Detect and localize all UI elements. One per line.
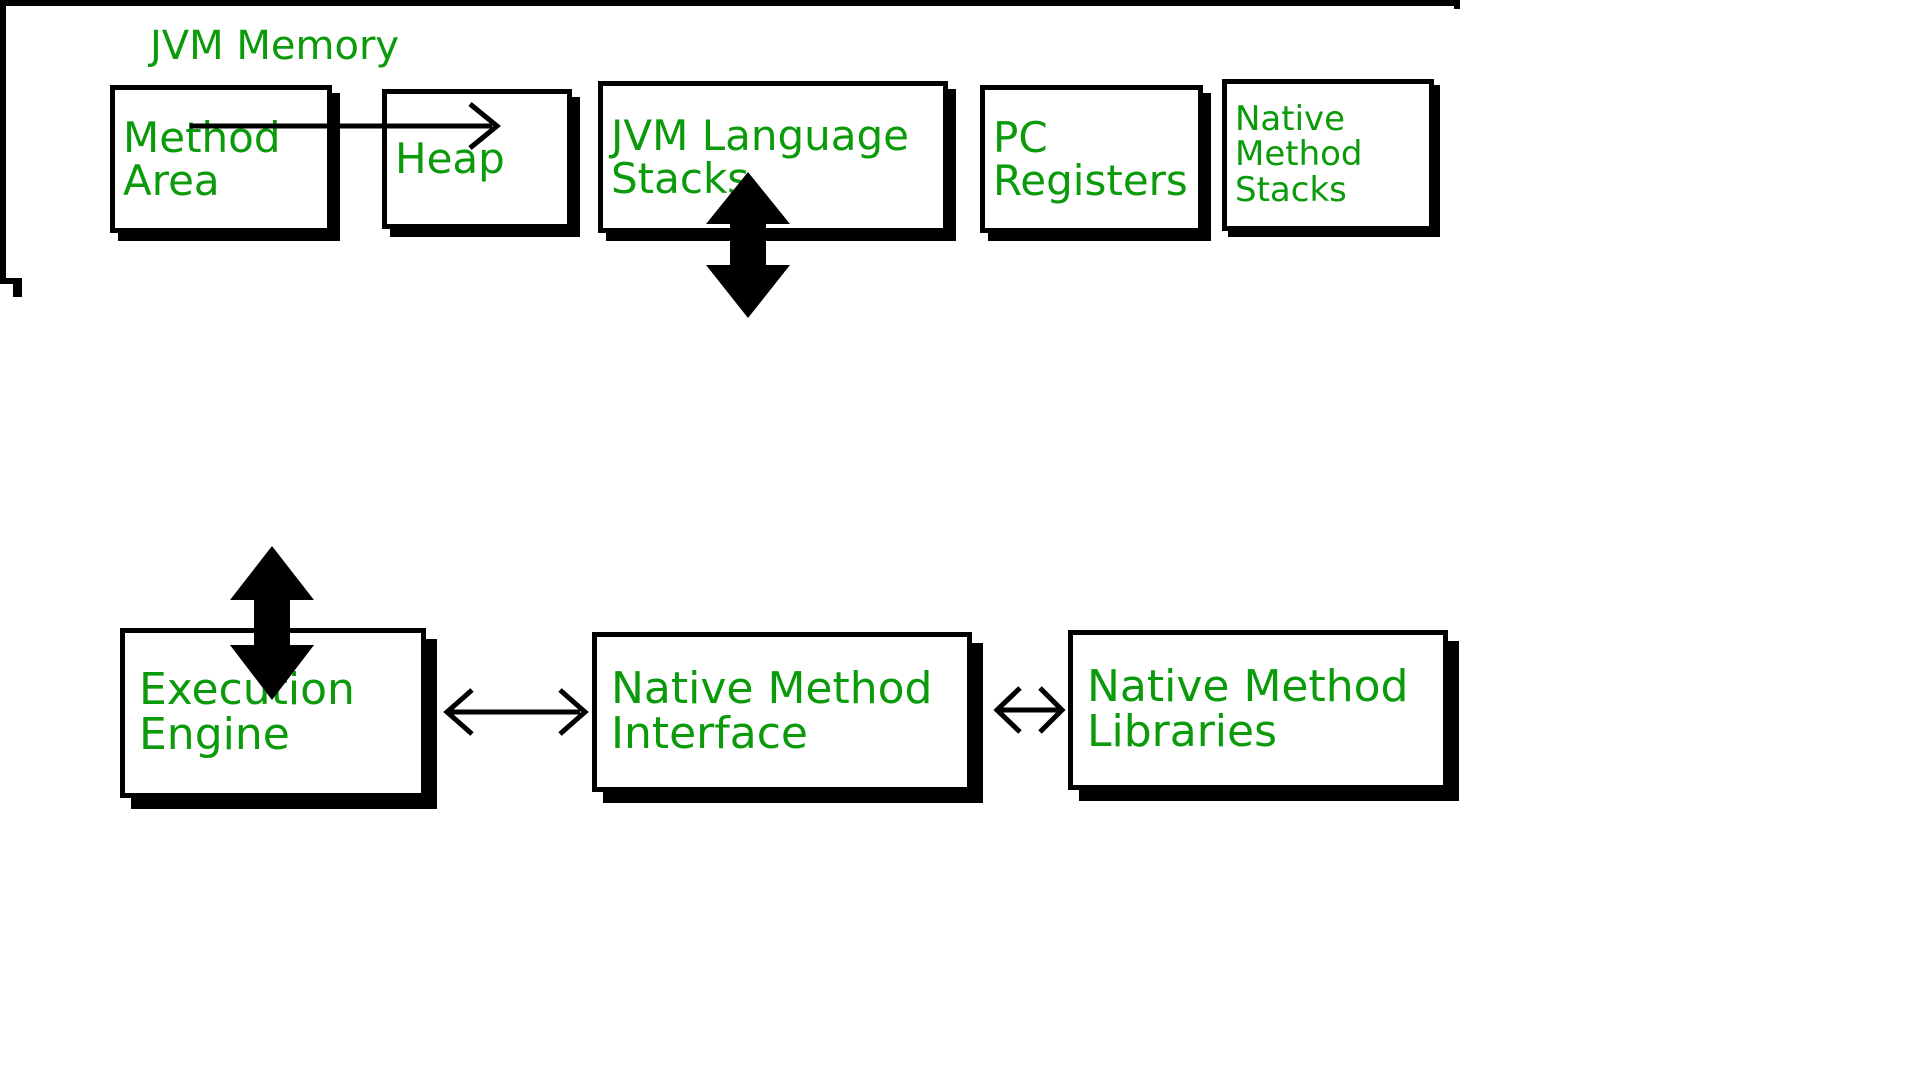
native-method-libraries-box[interactable]: Native Method Libraries bbox=[1068, 630, 1448, 790]
native-method-libraries-label: Native Method Libraries bbox=[1087, 661, 1409, 757]
memory-area-label: Heap bbox=[395, 134, 505, 184]
memory-area-label: JVM Language Stacks bbox=[611, 110, 909, 203]
memory-area-method-area[interactable]: Method Area bbox=[110, 85, 332, 233]
jvm-memory-inner-panel: JVM Memory Method Area Heap JVM Language… bbox=[22, 9, 1914, 1071]
memory-area-jvm-language-stacks[interactable]: JVM Language Stacks bbox=[598, 81, 948, 233]
memory-area-pc-registers[interactable]: PC Registers bbox=[980, 85, 1203, 233]
memory-area-native-method-stacks[interactable]: Native Method Stacks bbox=[1222, 79, 1434, 231]
native-method-interface-box[interactable]: Native Method Interface bbox=[592, 632, 972, 792]
execution-engine-box[interactable]: Execution Engine bbox=[120, 628, 426, 798]
native-method-interface-label: Native Method Interface bbox=[611, 663, 933, 759]
jvm-memory-label: JVM Memory bbox=[150, 23, 400, 69]
memory-area-heap[interactable]: Heap bbox=[382, 89, 572, 229]
memory-area-label: Method Area bbox=[123, 112, 281, 205]
execution-engine-label: Execution Engine bbox=[139, 664, 355, 760]
memory-area-label: Native Method Stacks bbox=[1235, 99, 1363, 210]
memory-area-label: PC Registers bbox=[993, 112, 1188, 205]
